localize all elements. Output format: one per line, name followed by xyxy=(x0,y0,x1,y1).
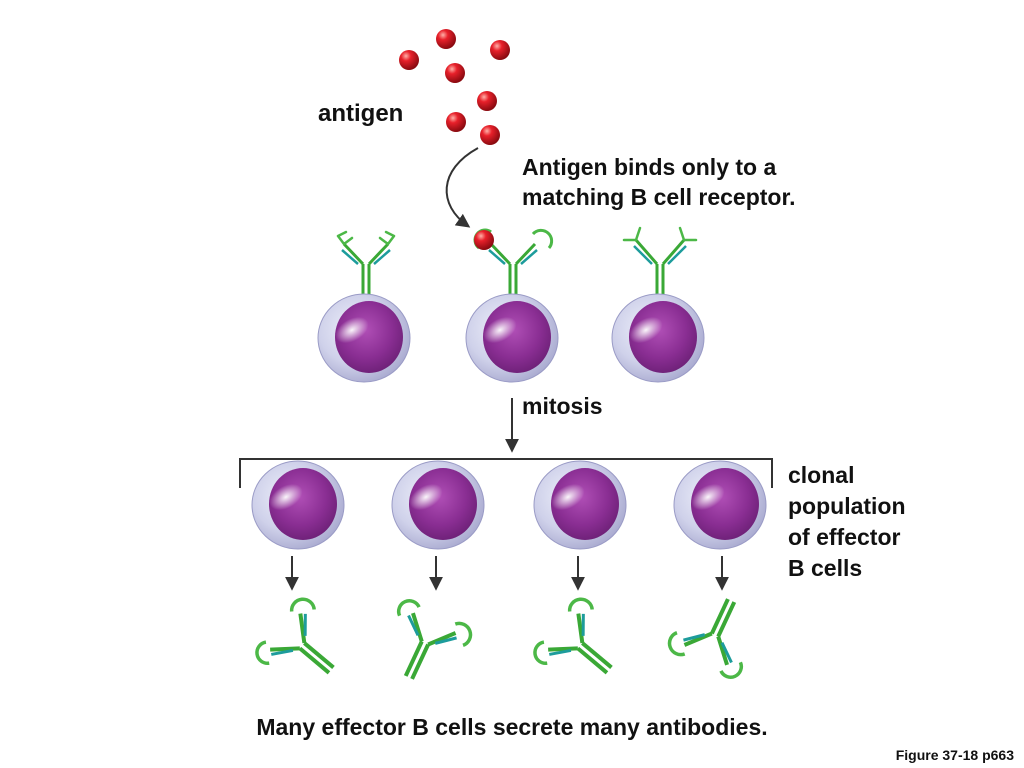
effector-b-cells xyxy=(251,460,767,550)
antigen-particle xyxy=(445,63,465,83)
antigen-particle xyxy=(446,112,466,132)
antigen-label: antigen xyxy=(318,100,404,127)
effector-b-cell xyxy=(673,460,767,550)
bound-antigen xyxy=(474,230,494,250)
antigen-particle xyxy=(480,125,500,145)
antigen-particles xyxy=(399,29,510,145)
binding-caption-line: Antigen binds only to a xyxy=(522,154,777,180)
mitosis-label: mitosis xyxy=(522,393,603,419)
figure-reference: Figure 37-18 p663 xyxy=(895,747,1014,763)
b-cell-3 xyxy=(611,226,705,383)
antigen-particle xyxy=(399,50,419,70)
antigen-particle xyxy=(490,40,510,60)
antibody xyxy=(250,592,359,702)
clonal-label-line: B cells xyxy=(788,555,863,581)
secreted-antibodies xyxy=(250,582,768,702)
antibody xyxy=(528,592,637,702)
clonal-label-line: clonal xyxy=(788,462,855,488)
antibody xyxy=(372,594,477,696)
b-cell-1 xyxy=(317,230,411,383)
clonal-label-line: of effector xyxy=(788,524,901,550)
antibody xyxy=(663,582,768,684)
bottom-caption: Many effector B cells secrete many antib… xyxy=(256,714,768,740)
binding-arrow xyxy=(445,147,479,228)
clonal-bracket xyxy=(239,458,773,488)
secretion-arrows xyxy=(285,556,729,591)
binding-caption-line: matching B cell receptor. xyxy=(522,184,796,210)
binding-caption: Antigen binds only to a matching B cell … xyxy=(522,152,796,212)
clonal-population-label: clonal population of effector B cells xyxy=(788,460,906,584)
effector-b-cell xyxy=(391,460,485,550)
clonal-label-line: population xyxy=(788,493,906,519)
antigen-particle xyxy=(436,29,456,49)
antigen-particle xyxy=(477,91,497,111)
effector-b-cell xyxy=(533,460,627,550)
b-cell-2-matching xyxy=(465,228,559,383)
effector-b-cell xyxy=(251,460,345,550)
